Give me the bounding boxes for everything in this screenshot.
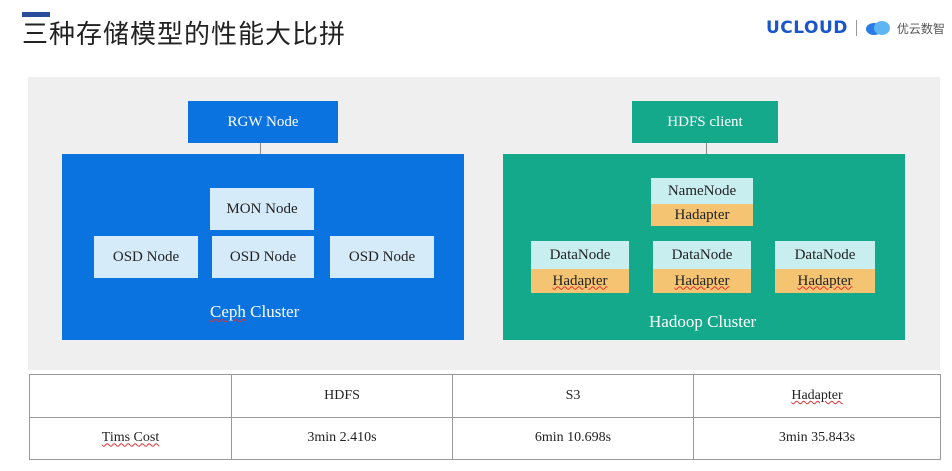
datanode-1-hadapter: Hadapter xyxy=(531,269,629,293)
logo-chinese-name: 优云数智 xyxy=(896,21,945,36)
row-label-time-cost: Tims Cost xyxy=(29,416,232,460)
osd-node-1: OSD Node xyxy=(94,236,198,278)
datanode-2-hadapter: Hadapter xyxy=(653,269,751,293)
namenode: NameNode xyxy=(651,178,753,204)
table-header-row: HDFS S3 Hadapter xyxy=(29,374,941,418)
ceph-cluster: MON Node OSD Node OSD Node OSD Node Ceph… xyxy=(62,154,464,340)
datanode-1: DataNode xyxy=(531,241,629,269)
rgw-connector xyxy=(260,143,261,155)
table-header-empty xyxy=(29,374,232,418)
table-row: Tims Cost 3min 2.410s 6min 10.698s 3min … xyxy=(29,416,941,460)
diagram-panel: RGW Node MON Node OSD Node OSD Node OSD … xyxy=(28,77,940,370)
osd-node-2: OSD Node xyxy=(212,236,314,278)
logo-brand: UCLOUD xyxy=(766,18,848,38)
page-title: 三种存储模型的性能大比拼 xyxy=(22,20,347,50)
ucloud-logo: UCLOUD 优云数智 xyxy=(766,18,945,38)
table-header-s3: S3 xyxy=(452,374,694,418)
hdfs-client-connector xyxy=(706,143,707,155)
s3-time: 6min 10.698s xyxy=(452,416,694,460)
ceph-cluster-label: Ceph Cluster xyxy=(210,302,300,321)
osd-node-3: OSD Node xyxy=(330,236,434,278)
rgw-node: RGW Node xyxy=(188,101,338,143)
datanode-3: DataNode xyxy=(775,241,875,269)
hadoop-cluster: NameNode Hadapter DataNode Hadapter Data… xyxy=(503,154,905,340)
table-header-hdfs: HDFS xyxy=(231,374,453,418)
hdfs-client: HDFS client xyxy=(632,101,778,143)
cloud-icon xyxy=(865,21,890,35)
title-accent-bar xyxy=(22,12,50,17)
datanode-2: DataNode xyxy=(653,241,751,269)
hadoop-cluster-label: Hadoop Cluster xyxy=(649,312,757,331)
logo-separator xyxy=(855,20,857,36)
mon-node: MON Node xyxy=(210,188,314,230)
namenode-hadapter: Hadapter xyxy=(651,204,753,226)
datanode-3-hadapter: Hadapter xyxy=(775,269,875,293)
time-cost-table: HDFS S3 Hadapter Tims Cost 3min 2.410s 6… xyxy=(29,374,941,460)
hdfs-time: 3min 2.410s xyxy=(231,416,453,460)
hadapter-time: 3min 35.843s xyxy=(693,416,941,460)
table-header-hadapter: Hadapter xyxy=(693,374,941,418)
